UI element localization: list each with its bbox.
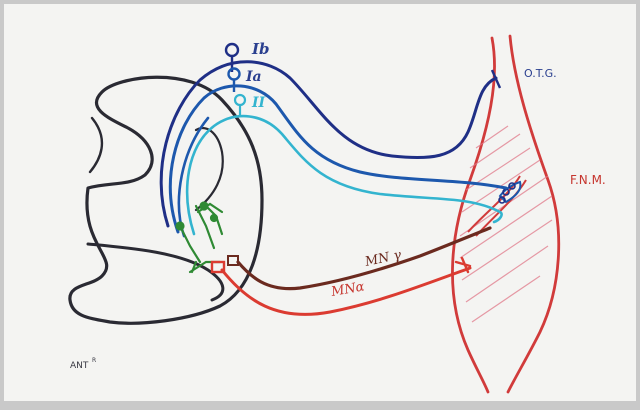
label-anterior-superscript: R	[92, 357, 96, 364]
label-anterior: ANT	[70, 361, 89, 371]
paper-sheet	[4, 4, 636, 401]
label-fnm: F.N.M.	[570, 173, 606, 187]
label-otg: O.T.G.	[524, 67, 557, 80]
label-ii: II	[251, 95, 266, 111]
label-ia: Ia	[245, 69, 262, 85]
label-ib: Ib	[251, 40, 270, 58]
